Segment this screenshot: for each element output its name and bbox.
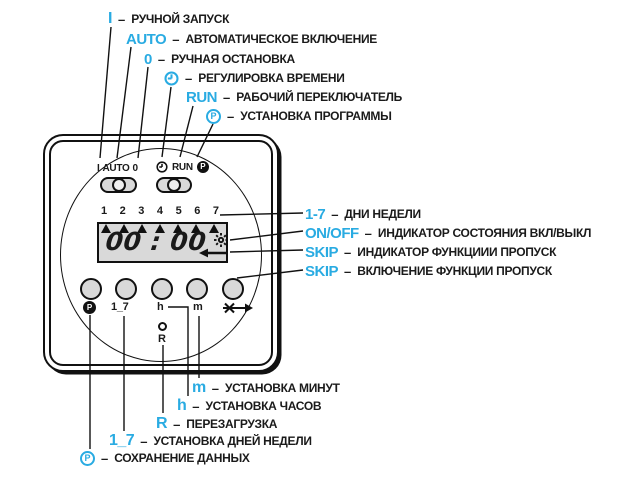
callout-desc: УСТАНОВКА ПРОГРАММЫ bbox=[240, 109, 392, 123]
day-6: 6 bbox=[194, 205, 201, 217]
mode-label-auto: AUTO bbox=[102, 162, 130, 174]
run-switch-labels: RUN P bbox=[156, 161, 209, 173]
program-icon: P bbox=[196, 161, 209, 173]
callout-reset: R – ПЕРЕЗАГРУЗКА bbox=[156, 415, 278, 432]
callout-desc: РУЧНАЯ ОСТАНОВКА bbox=[171, 52, 295, 66]
run-label: RUN bbox=[172, 161, 193, 173]
time-readout: 00 : 00 bbox=[104, 227, 208, 256]
mode-switch[interactable] bbox=[100, 177, 137, 193]
day-marker-icon bbox=[173, 224, 183, 233]
run-switch[interactable] bbox=[156, 177, 192, 193]
weekday-set-label: 1_7 bbox=[111, 301, 129, 313]
callout-desc: ПЕРЕЗАГРУЗКА bbox=[186, 417, 278, 431]
callout-key: h bbox=[177, 397, 187, 414]
callout-onoff-indicator: ON/OFF – ИНДИКАТОР СОСТОЯНИЯ ВКЛ/ВЫКЛ bbox=[305, 224, 592, 242]
callout-desc: ВКЛЮЧЕНИЕ ФУНКЦИИ ПРОПУСК bbox=[357, 264, 552, 278]
weekday-set-button[interactable] bbox=[115, 278, 137, 300]
skip-button[interactable] bbox=[222, 278, 244, 300]
skip-indicator-icon bbox=[199, 248, 229, 258]
callout-skip-enable: SKIP – ВКЛЮЧЕНИЕ ФУНКЦИИ ПРОПУСК bbox=[305, 262, 552, 280]
run-switch-knob[interactable] bbox=[167, 178, 181, 192]
day-marker-icon bbox=[101, 224, 111, 233]
mode-label-manual-on: I bbox=[97, 162, 100, 174]
day-1: 1 bbox=[101, 205, 108, 217]
callout-key: ON/OFF bbox=[305, 224, 359, 242]
callout-weekdays: 1-7 – ДНИ НЕДЕЛИ bbox=[305, 205, 421, 223]
callout-key: 1-7 bbox=[305, 205, 326, 223]
callout-key: SKIP bbox=[305, 243, 339, 261]
day-7: 7 bbox=[212, 205, 219, 217]
callout-auto-on: AUTO – АВТОМАТИЧЕСКОЕ ВКЛЮЧЕНИЕ bbox=[126, 30, 377, 48]
program-icon: P bbox=[206, 108, 221, 124]
reset-label: R bbox=[158, 333, 166, 345]
callout-key: 0 bbox=[144, 50, 152, 68]
day-marker-icon bbox=[119, 224, 129, 233]
callout-key: I bbox=[108, 10, 112, 27]
callout-weekday-set: 1_7 – УСТАНОВКА ДНЕЙ НЕДЕЛИ bbox=[109, 432, 312, 449]
mode-switch-knob[interactable] bbox=[111, 178, 126, 192]
day-2: 2 bbox=[119, 205, 126, 217]
skip-icon bbox=[221, 302, 253, 314]
callout-desc: РАБОЧИЙ ПЕРЕКЛЮЧАТЕЛЬ bbox=[236, 90, 403, 104]
callout-key: 1_7 bbox=[109, 432, 135, 449]
clock-icon bbox=[164, 70, 179, 86]
callout-desc: ИНДИКАТОР ФУНКЦИИИ ПРОПУСК bbox=[357, 245, 557, 259]
callout-desc: ИНДИКАТОР СОСТОЯНИЯ ВКЛ/ВЫКЛ bbox=[377, 226, 592, 240]
callout-key: RUN bbox=[186, 88, 218, 106]
day-marker-icon bbox=[191, 224, 201, 233]
callout-desc: ДНИ НЕДЕЛИ bbox=[344, 207, 421, 221]
hour-set-label: h bbox=[157, 301, 164, 313]
save-icon: P bbox=[83, 301, 96, 314]
program-save-button[interactable] bbox=[80, 278, 102, 300]
minute-set-label: m bbox=[193, 301, 203, 313]
callout-manual-start: I – РУЧНОЙ ЗАПУСК bbox=[108, 10, 230, 27]
minute-set-button[interactable] bbox=[186, 278, 208, 300]
callout-desc: УСТАНОВКА ДНЕЙ НЕДЕЛИ bbox=[153, 434, 312, 448]
day-marker-icon bbox=[137, 224, 147, 233]
mode-label-manual-off: 0 bbox=[132, 162, 138, 174]
reset-hole[interactable] bbox=[158, 322, 167, 331]
callout-minute-set: m – УСТАНОВКА МИНУТ bbox=[192, 379, 340, 396]
weekday-markers bbox=[101, 224, 219, 233]
callout-desc: АВТОМАТИЧЕСКОЕ ВКЛЮЧЕНИЕ bbox=[185, 32, 377, 46]
callout-hour-set: h – УСТАНОВКА ЧАСОВ bbox=[177, 397, 322, 414]
callout-desc: УСТАНОВКА МИНУТ bbox=[224, 381, 340, 395]
callout-save-data: P – СОХРАНЕНИЕ ДАННЫХ bbox=[80, 449, 250, 467]
callout-skip-indicator: SKIP – ИНДИКАТОР ФУНКЦИИИ ПРОПУСК bbox=[305, 243, 557, 261]
hour-set-button[interactable] bbox=[151, 278, 173, 300]
callout-program-set: P – УСТАНОВКА ПРОГРАММЫ bbox=[206, 107, 392, 125]
callout-desc: СОХРАНЕНИЕ ДАННЫХ bbox=[114, 451, 250, 465]
callout-key: R bbox=[156, 415, 168, 432]
callout-desc: РУЧНОЙ ЗАПУСК bbox=[131, 12, 230, 26]
callout-desc: УСТАНОВКА ЧАСОВ bbox=[205, 399, 322, 413]
on-off-indicator-icon bbox=[213, 232, 229, 248]
day-3: 3 bbox=[138, 205, 145, 217]
save-icon: P bbox=[80, 450, 95, 466]
callout-key: AUTO bbox=[126, 30, 167, 48]
day-marker-icon bbox=[209, 224, 219, 233]
clock-icon bbox=[156, 161, 168, 173]
weekday-numbers: 1 2 3 4 5 6 7 bbox=[101, 205, 219, 217]
callout-key: m bbox=[192, 379, 206, 396]
callout-desc: РЕГУЛИРОВКА ВРЕМЕНИ bbox=[198, 71, 345, 85]
callout-key: SKIP bbox=[305, 262, 339, 280]
callout-run-switch: RUN – РАБОЧИЙ ПЕРЕКЛЮЧАТЕЛЬ bbox=[186, 88, 403, 106]
day-marker-icon bbox=[155, 224, 165, 233]
day-5: 5 bbox=[175, 205, 182, 217]
callout-manual-stop: 0 – РУЧНАЯ ОСТАНОВКА bbox=[144, 50, 295, 68]
day-4: 4 bbox=[156, 205, 164, 217]
callout-time-adjust: – РЕГУЛИРОВКА ВРЕМЕНИ bbox=[164, 69, 345, 87]
